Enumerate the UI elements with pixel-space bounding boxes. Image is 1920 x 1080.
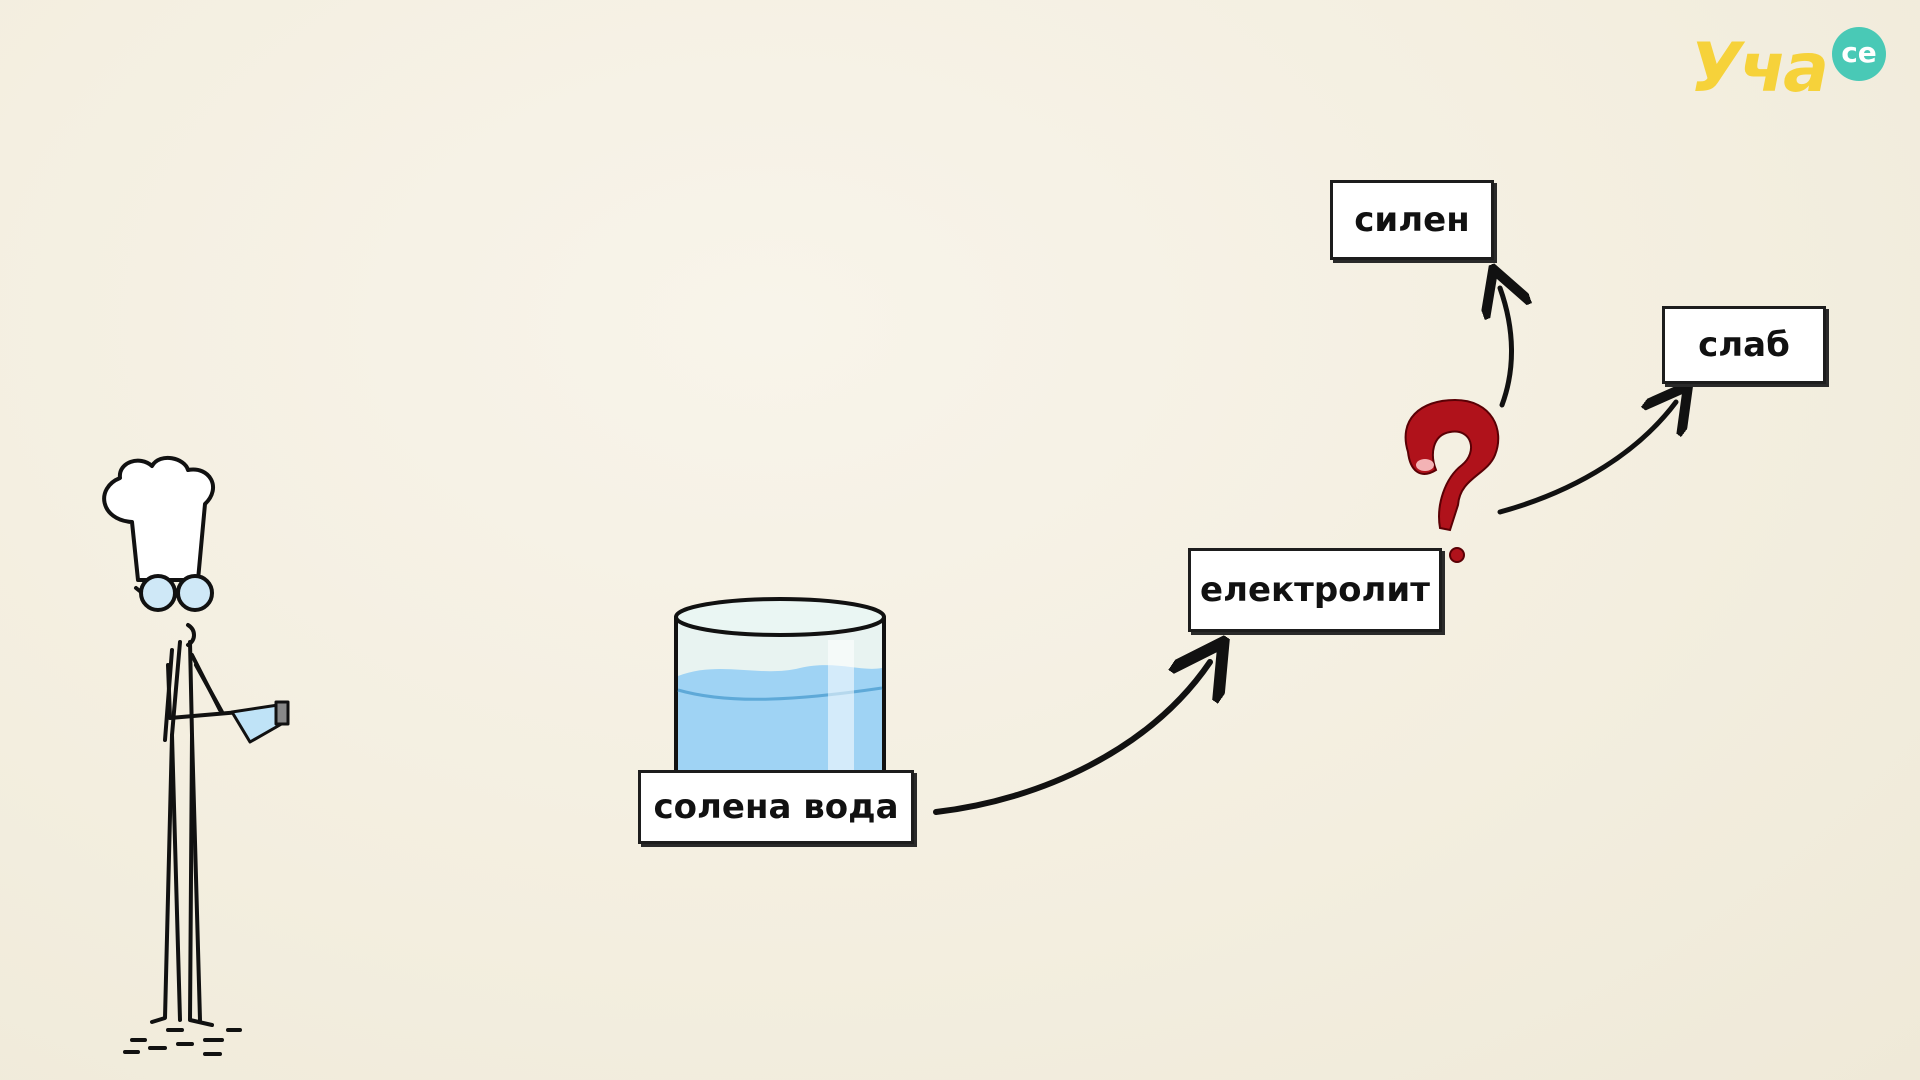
label-electrolyte: електролит — [1188, 548, 1442, 632]
chef-scientist-figure — [102, 455, 290, 1056]
arrow-to-weak — [1497, 402, 1676, 515]
water-glass-icon — [674, 597, 886, 774]
arrow-to-strong — [1500, 288, 1512, 408]
question-mark-icon — [1404, 398, 1500, 563]
logo-text: Уча — [1690, 28, 1829, 108]
arrow-salt-to-electrolyte — [933, 662, 1210, 815]
label-weak: слаб — [1662, 306, 1826, 384]
brand-logo: Уча се — [1690, 27, 1886, 108]
logo-badge: се — [1832, 27, 1886, 81]
label-strong: силен — [1330, 180, 1494, 260]
label-salt-water: солена вода — [638, 770, 914, 844]
